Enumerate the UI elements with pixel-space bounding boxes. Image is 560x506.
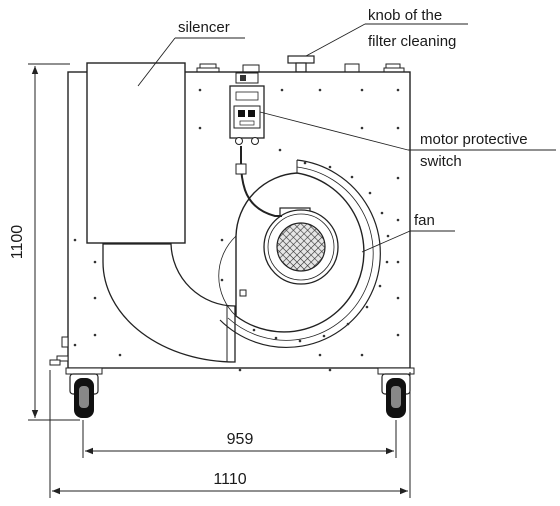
knob-label-line1: knob of the xyxy=(368,7,442,24)
duct-elbow xyxy=(102,243,236,363)
knob-leader xyxy=(305,23,468,57)
inner-width-dimension xyxy=(82,420,397,458)
motor-switch-label-line1: motor protective xyxy=(420,131,528,148)
motor-protective-switch xyxy=(229,72,265,145)
side-fittings xyxy=(49,289,247,366)
outer-width-dimension-value: 1110 xyxy=(213,471,246,488)
motor-switch-label-line2: switch xyxy=(420,153,462,170)
silencer-box xyxy=(86,62,186,244)
right-wheel xyxy=(377,367,415,418)
silencer-leader xyxy=(137,37,245,87)
fan-leader xyxy=(361,230,455,253)
filter-cleaning-knob xyxy=(287,55,315,73)
fan-motor xyxy=(263,207,339,285)
inner-width-dimension-value: 959 xyxy=(227,431,254,448)
knob-label-line2: filter cleaning xyxy=(368,33,456,50)
fan-label: fan xyxy=(414,212,435,229)
silencer-label: silencer xyxy=(178,19,230,36)
outer-width-dimension xyxy=(49,370,411,498)
height-dimension-value: 1100 xyxy=(9,225,26,260)
height-dimension xyxy=(28,63,80,421)
housing-rivets xyxy=(73,88,400,372)
left-wheel xyxy=(65,367,103,418)
motor-switch-leader xyxy=(259,111,556,151)
motor-grille xyxy=(276,222,326,272)
